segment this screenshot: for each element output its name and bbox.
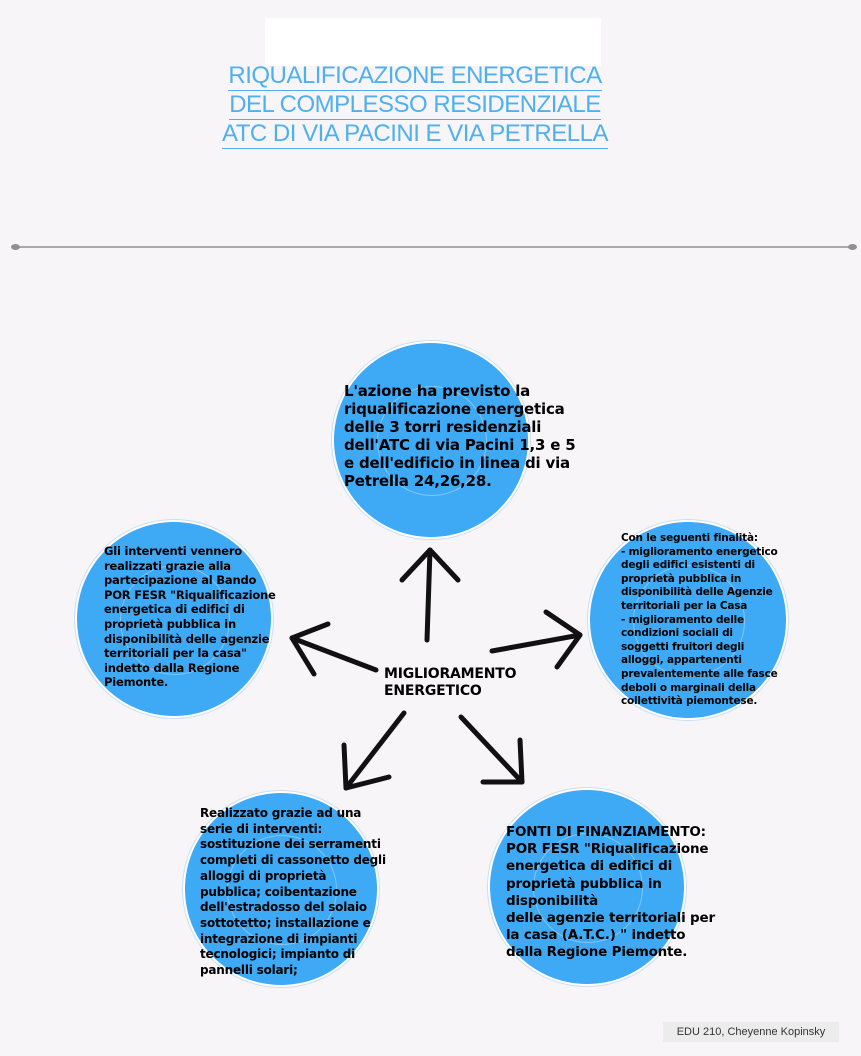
node-text-bottom-left: Realizzato grazie ad una serie di interv… <box>200 806 386 978</box>
node-text-bottom-right: FONTI DI FINANZIAMENTO: POR FESR "Riqual… <box>506 824 715 961</box>
divider-endpoint-right <box>848 244 857 250</box>
circle-left <box>77 522 271 716</box>
circle-bottom-right <box>490 790 684 984</box>
circle-right <box>590 522 786 718</box>
page-title: RIQUALIFICAZIONE ENERGETICA DEL COMPLESS… <box>180 62 650 149</box>
circle-top <box>334 343 528 537</box>
arrow-up <box>399 547 461 643</box>
arrow-left <box>289 621 379 677</box>
arrow-right <box>489 609 583 670</box>
title-line-3: ATC DI VIA PACINI E VIA PETRELLA <box>222 120 608 149</box>
node-text-left: Gli interventi vennero realizzati grazie… <box>104 544 276 690</box>
node-text-right: Con le seguenti finalità: - migliorament… <box>621 532 778 708</box>
footer-credit: EDU 210, Cheyenne Kopinsky <box>663 1022 839 1042</box>
divider-line <box>14 246 852 248</box>
center-label: MIGLIORAMENTO ENERGETICO <box>384 666 517 699</box>
divider-endpoint-left <box>11 244 20 250</box>
arrow-down-right <box>458 714 525 785</box>
title-backdrop <box>265 18 601 66</box>
arrow-down-left <box>341 710 407 791</box>
node-text-top: L'azione ha previsto la riqualificazione… <box>344 382 576 490</box>
circle-bottom-left <box>185 793 377 985</box>
